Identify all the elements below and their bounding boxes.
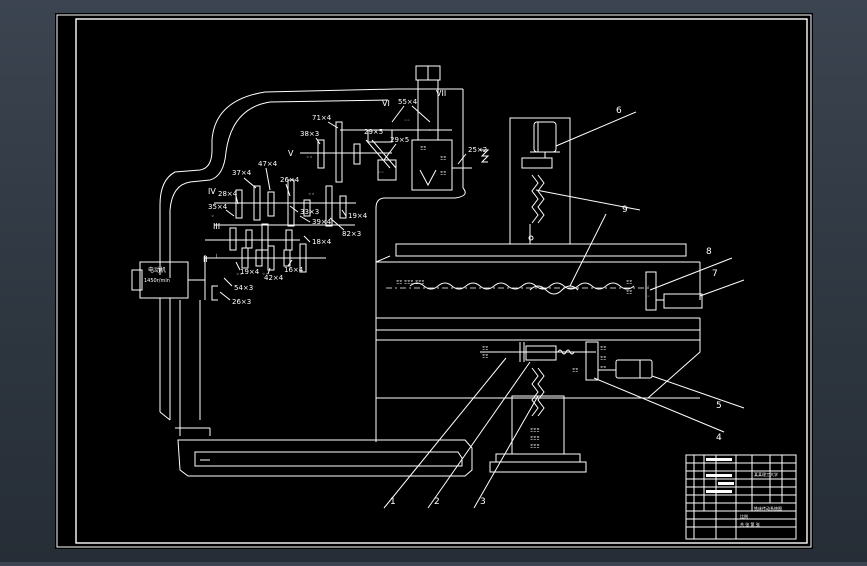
- vertical-head: [509, 117, 571, 245]
- svg-text:◦: ◦: [647, 294, 650, 300]
- svg-text:◦: ◦: [211, 213, 215, 220]
- title-block-sheet: 共 张 第 张: [740, 521, 760, 527]
- callout-2: 2: [434, 497, 440, 507]
- callout-numbers: 1 2 3 4 5 6 7 8 9: [390, 106, 722, 507]
- shaft-label-IV: IV: [208, 187, 216, 196]
- svg-text:ΞΞ: ΞΞ: [600, 346, 606, 352]
- svg-text:ΞΞ: ΞΞ: [440, 171, 446, 177]
- gear-label: 19×4: [240, 268, 260, 276]
- shaft-label-II: II: [203, 255, 208, 264]
- title-block-scale: 比例: [740, 513, 748, 519]
- svg-text:ΞΞ: ΞΞ: [600, 366, 606, 372]
- elevating-screw: ΞΞΞ ΞΞΞ ΞΞΞ: [489, 367, 587, 473]
- svg-text:◦: ◦: [428, 128, 431, 134]
- svg-text:ΞΞ: ΞΞ: [572, 368, 578, 374]
- gear-label: 35×4: [208, 203, 228, 211]
- feed-motor-7: ◦ ◦: [645, 271, 703, 311]
- title-block-school: 某某理工大学: [754, 471, 778, 477]
- gear-label: 82×3: [342, 230, 361, 238]
- shaft-label-III: III: [213, 222, 220, 231]
- callout-3: 3: [480, 497, 486, 507]
- screw-left-marks: ΞΞ ΞΞΞ ΞΞΞ: [396, 280, 424, 286]
- svg-text:◦◦: ◦◦: [262, 271, 269, 278]
- title-block: 某某理工大学 铣床传动系统图 比例 共 张 第 张: [685, 454, 797, 540]
- callout-1: 1: [390, 497, 396, 507]
- gear-label: 71×4: [312, 114, 332, 122]
- callout-5: 5: [716, 401, 722, 411]
- gear-label: 47×4: [258, 160, 278, 168]
- gear-label: 29×5: [390, 136, 409, 144]
- callout-4: 4: [716, 433, 722, 443]
- svg-text:◦◦: ◦◦: [404, 118, 410, 124]
- motor-speed: 1450r/min: [144, 278, 170, 284]
- gear-label: 18×4: [312, 238, 332, 246]
- svg-text:ΞΞ: ΞΞ: [420, 146, 426, 152]
- machine-body-outline: [159, 88, 466, 436]
- screw-right-marks: ΞΞ: [626, 280, 632, 286]
- gear-label: 42×4: [264, 274, 284, 282]
- svg-text:ΞΞ: ΞΞ: [440, 156, 446, 162]
- machine-base: [177, 439, 473, 477]
- gear-label: 38×3: [300, 130, 319, 138]
- callout-7: 7: [712, 269, 718, 279]
- svg-text:◦: ◦: [647, 284, 650, 290]
- callout-6: 6: [616, 106, 622, 116]
- longitudinal-screw: ΞΞ ΞΞΞ ΞΞΞ ΞΞ ΞΞ: [386, 280, 650, 296]
- callout-leaders: [383, 111, 745, 509]
- outer-frame: [56, 14, 812, 548]
- gear-label: 55×4: [398, 98, 418, 106]
- callout-8: 8: [706, 247, 712, 257]
- svg-text:◦◦: ◦◦: [378, 170, 384, 176]
- gear-label: 19×4: [348, 212, 368, 220]
- svg-text:ΞΞ: ΞΞ: [600, 356, 606, 362]
- svg-text:ΞΞΞ: ΞΞΞ: [530, 444, 539, 450]
- motor-label: 电动机: [148, 266, 166, 274]
- gear-label: 33×3: [300, 208, 319, 216]
- svg-text:ΞΞΞ: ΞΞΞ: [530, 436, 539, 442]
- gear-label: 16×4: [284, 266, 304, 274]
- main-motor: 电动机 1450r/min: [131, 261, 205, 299]
- svg-text:ΞΞ: ΞΞ: [482, 354, 488, 360]
- screw-right-marks2: ΞΞ: [626, 290, 632, 296]
- svg-text:◦◦: ◦◦: [236, 271, 243, 278]
- gear-label: 39×4: [312, 218, 332, 226]
- gear-label: 25×2: [468, 146, 487, 154]
- gear-label: 54×3: [234, 284, 253, 292]
- inner-frame: [75, 18, 808, 544]
- gear-labels: 55×4 71×4 38×3 29×5 29×5 25×2 47×4 37×4 …: [208, 98, 487, 306]
- gearbox: ◦◦ ΞΞ ΞΞ ΞΞ ◦◦ ◦ ◦◦ ◦ ⊥ ◦◦ ◦◦ ◦◦: [204, 65, 490, 301]
- gear-label: 26×4: [280, 176, 300, 184]
- svg-text:◦◦: ◦◦: [308, 191, 315, 198]
- shaft-label-VII: VII: [436, 89, 446, 98]
- shaft-label-VI: VI: [382, 99, 390, 108]
- shaft-labels: II III IV V VI VII: [203, 89, 446, 264]
- svg-text:⊥: ⊥: [214, 253, 219, 260]
- title-block-drawing-name: 铣床传动系统图: [754, 505, 782, 511]
- svg-text:ΞΞ: ΞΞ: [482, 346, 488, 352]
- svg-text:◦◦: ◦◦: [306, 154, 313, 161]
- gear-label: 28×4: [218, 190, 238, 198]
- gear-label: 26×3: [232, 298, 251, 306]
- knee-gearbox: ΞΞ ΞΞ ΞΞ ΞΞ ΞΞ ΞΞ: [480, 341, 653, 381]
- svg-text:ΞΞΞ: ΞΞΞ: [530, 428, 539, 434]
- shaft-label-V: V: [288, 149, 294, 158]
- gear-label: 37×4: [232, 169, 252, 177]
- gear-label: 29×5: [364, 128, 383, 136]
- drawing-sheet: [55, 13, 813, 549]
- callout-9: 9: [622, 205, 628, 215]
